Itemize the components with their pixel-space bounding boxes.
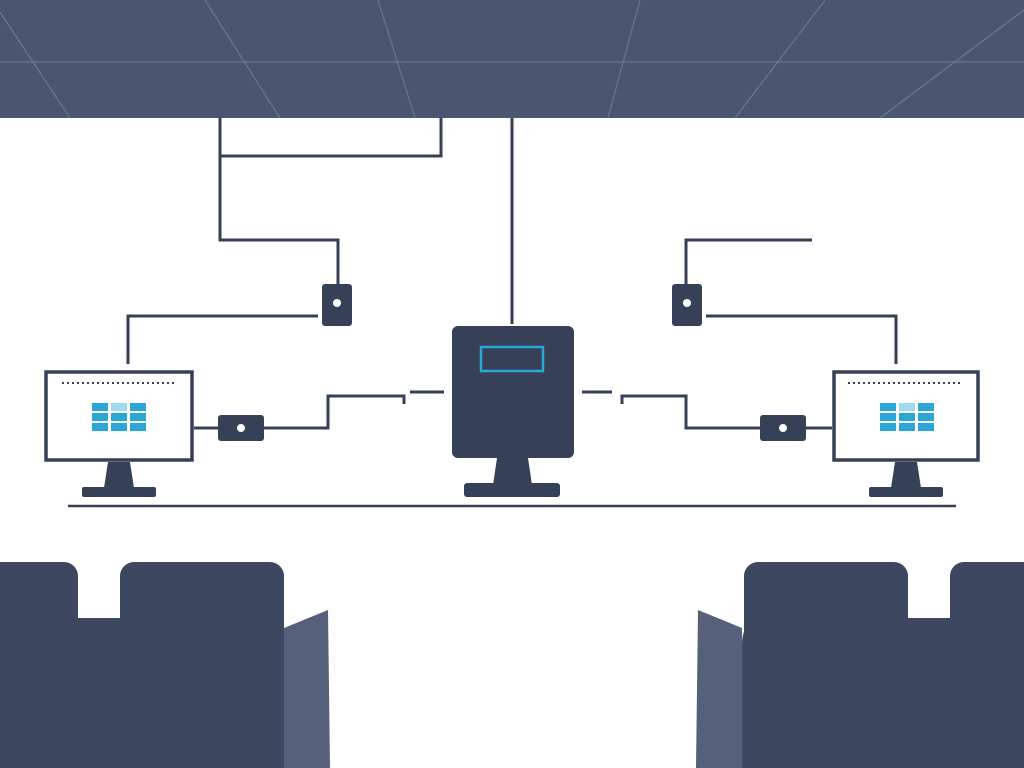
- wall-jack-right: [672, 284, 702, 326]
- ceiling: [0, 0, 1024, 119]
- server-base: [464, 483, 560, 497]
- network-cables: [126, 118, 898, 430]
- server-stand: [493, 458, 532, 485]
- ceiling-grid-lines: [0, 0, 1024, 119]
- screen-tiles: [92, 403, 146, 431]
- server-display: [479, 345, 545, 373]
- wall-jack-left: [322, 284, 352, 326]
- server-tower-icon: [452, 326, 574, 497]
- seats-right: [696, 562, 1024, 768]
- monitor-stand: [104, 462, 134, 488]
- desktop-monitor-icon: [44, 370, 194, 497]
- monitor-stand: [891, 462, 921, 488]
- monitor-base: [869, 487, 943, 497]
- ceiling-panel: [0, 0, 1024, 118]
- seats-left: [0, 562, 330, 768]
- screen-tiles: [880, 403, 934, 431]
- network-port-icon: [218, 415, 264, 441]
- desktop-monitor-icon: [832, 370, 980, 497]
- network-port-icon: [760, 415, 806, 441]
- monitor-base: [82, 487, 156, 497]
